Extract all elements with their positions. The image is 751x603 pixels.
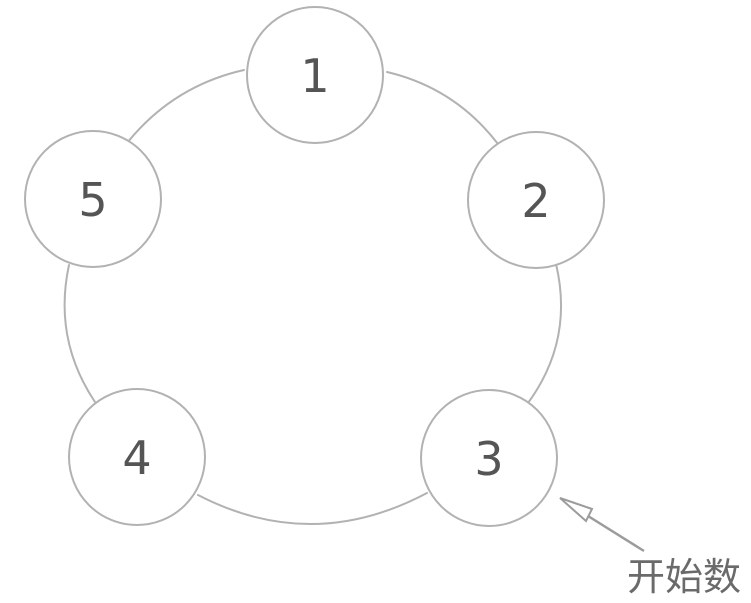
node-2-label: 2	[521, 174, 550, 228]
node-4-circle	[68, 388, 206, 526]
node-3-label: 3	[474, 432, 503, 486]
node-5: 5	[24, 130, 162, 268]
node-4: 4	[68, 388, 206, 526]
connector-arc-4-5	[63, 264, 96, 403]
arrow-shaft	[587, 514, 645, 553]
annotation-label: 开始数	[627, 555, 741, 599]
node-1: 1	[246, 6, 384, 144]
connector-arc-2-3	[527, 263, 563, 404]
connector-arc-1-2	[386, 71, 499, 145]
node-2-circle	[467, 131, 605, 269]
node-4-label: 4	[122, 431, 151, 485]
arrow-head-icon	[559, 497, 594, 523]
node-5-label: 5	[78, 173, 107, 227]
node-1-label: 1	[300, 49, 329, 103]
connector-arc-3-4	[197, 492, 428, 525]
node-5-circle	[24, 130, 162, 268]
connector-arc-5-1	[126, 69, 245, 144]
node-3: 3	[420, 389, 558, 527]
node-3-circle	[420, 389, 558, 527]
node-2: 2	[467, 131, 605, 269]
annotation-arrow	[559, 497, 645, 553]
node-1-circle	[246, 6, 384, 144]
